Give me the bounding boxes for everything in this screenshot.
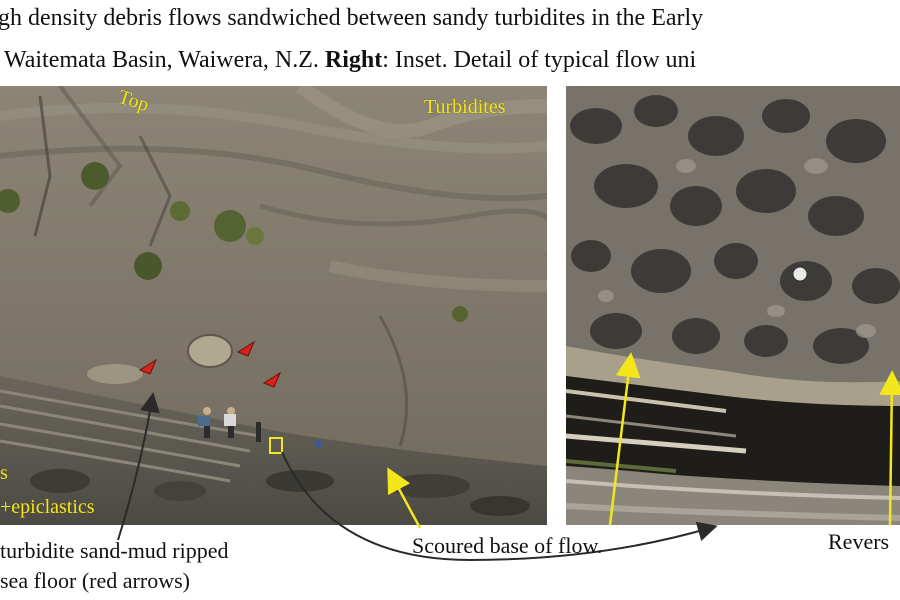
caption-bold-right: Right	[324, 47, 383, 73]
label-turbidites: Turbidites	[424, 96, 506, 118]
turbidite-annotation-line-1: turbidite sand-mud ripped	[0, 538, 229, 563]
caption-text-end: : Inset. Detail of typical flow uni	[382, 47, 697, 73]
label-epiclastics: +epiclastics	[0, 496, 95, 518]
caption-text: Waitemata Basin, Waiwera, N.Z.	[4, 47, 325, 73]
caption-line-2: Waitemata Basin, Waiwera, N.Z. Right: In…	[4, 48, 696, 72]
label-s: s	[0, 462, 8, 484]
reverse-annotation: Revers	[828, 529, 890, 554]
debris-flow-inset-photo	[566, 86, 900, 525]
cliff-photo: Top Turbidites s +epiclastics	[0, 86, 547, 525]
scoured-base-annotation: Scoured base of flow.	[412, 533, 603, 558]
turbidite-annotation-line-2: sea floor (red arrows)	[0, 568, 190, 593]
caption-line-1: gh density debris flows sandwiched betwe…	[0, 5, 704, 31]
